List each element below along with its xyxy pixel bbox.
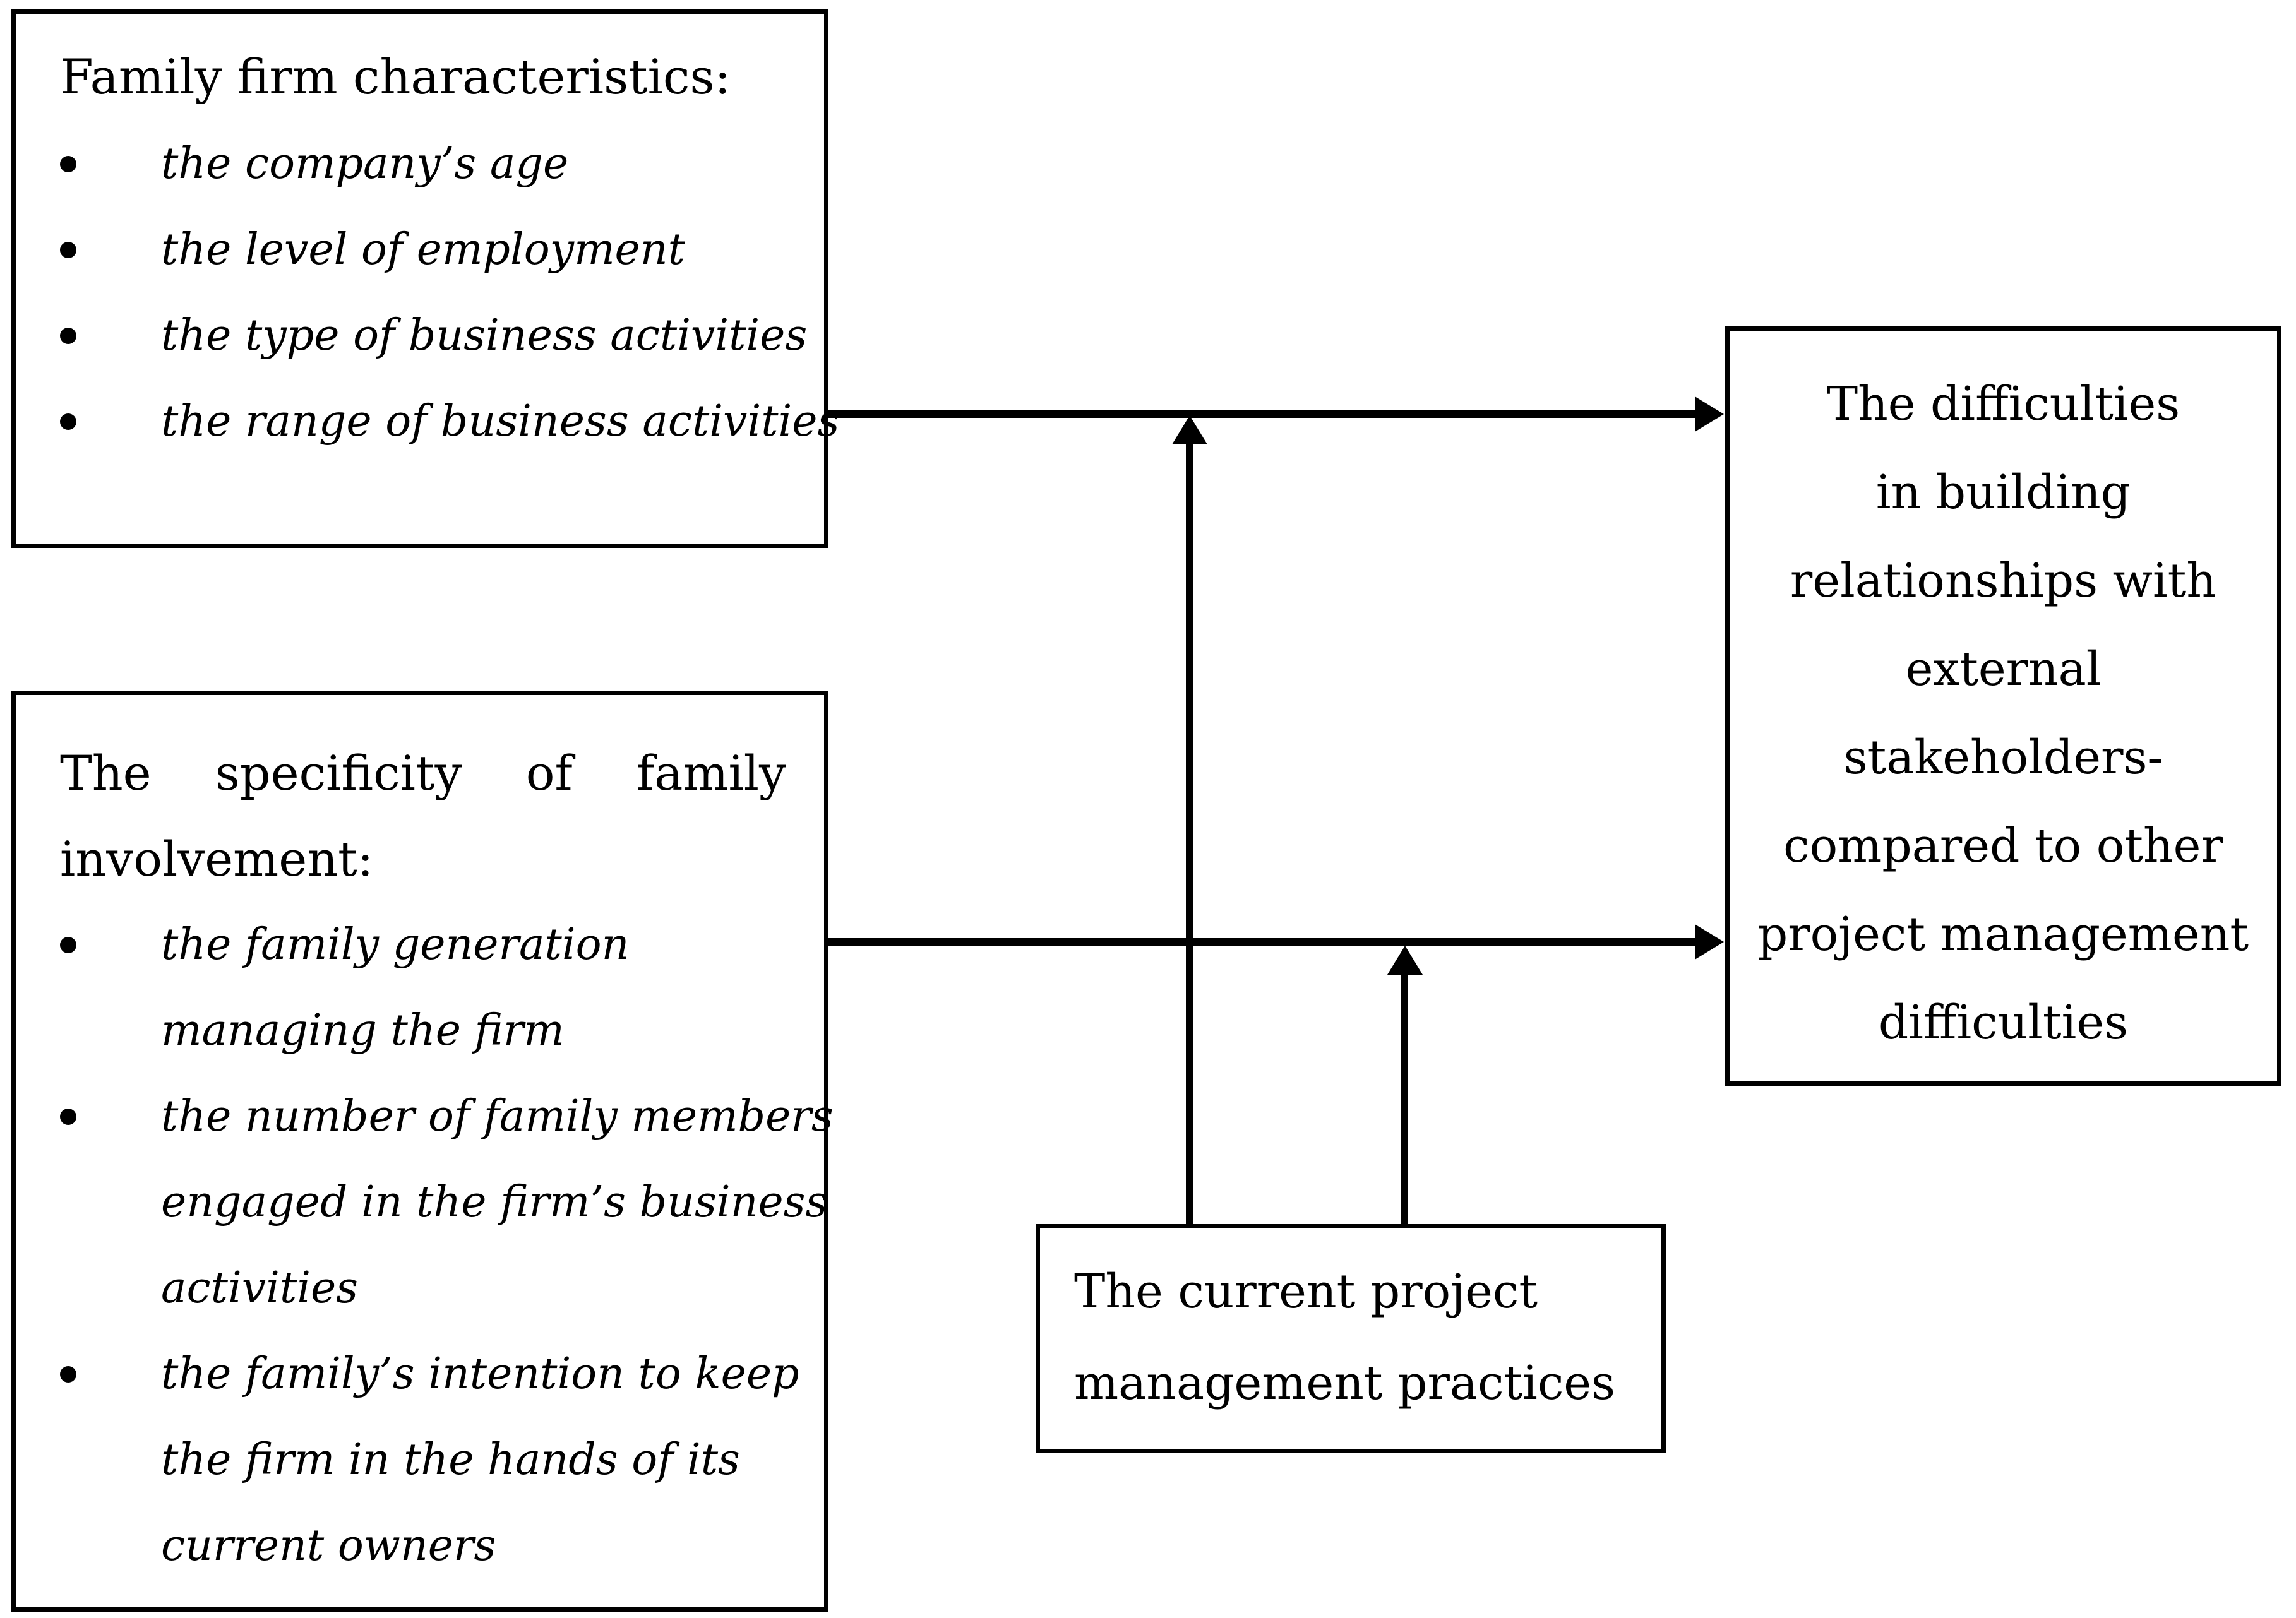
- list-item: the family generation managing the firm: [60, 902, 786, 1074]
- bullet-text: the level of employment: [161, 225, 685, 275]
- list-item: the type of business activities: [60, 293, 807, 379]
- bullet-text: the range of business activities: [161, 396, 840, 446]
- arrow-family-involvement-to-difficulties-shaft: [828, 938, 1699, 946]
- list-item: the company’s age: [60, 121, 786, 207]
- list-item: the family’s intention to keep the firm …: [60, 1331, 799, 1589]
- arrow-family-involvement-to-difficulties-head-icon: [1695, 924, 1724, 960]
- difficulties-box: The difficulties in building relationshi…: [1725, 326, 2281, 1086]
- arrow-pm-practices-to-arrow1-shaft: [1186, 442, 1193, 1224]
- arrow-pm-practices-to-arrow2-shaft: [1401, 972, 1408, 1224]
- difficulties-text: The difficulties in building relationshi…: [1757, 377, 2249, 1050]
- bullet-icon: [60, 413, 76, 430]
- bullet-icon: [60, 1109, 76, 1125]
- family-firm-characteristics-box: Family firm characteristics: the company…: [11, 9, 839, 548]
- bullet-icon: [60, 156, 76, 172]
- family-firm-title: Family firm characteristics:: [60, 49, 731, 105]
- family-involvement-title-line1: The specificity of family: [60, 745, 786, 801]
- list-item: the range of business activities: [60, 379, 839, 465]
- bullet-icon: [60, 937, 76, 953]
- bullet-text: the family’s intention to keep the firm …: [161, 1349, 799, 1571]
- bullet-icon: [60, 1366, 76, 1383]
- bullet-icon: [60, 328, 76, 344]
- bullet-text: the type of business activities: [161, 311, 808, 360]
- bullet-icon: [60, 242, 76, 258]
- family-involvement-bullet-list: the family generation managing the firm …: [60, 902, 834, 1589]
- family-firm-bullet-list: the company’s age the level of employmen…: [60, 121, 839, 465]
- arrow-family-firm-to-difficulties-head-icon: [1695, 396, 1724, 432]
- family-involvement-box: The specificity of family involvement: t…: [11, 691, 834, 1612]
- pm-practices-box: The current project management practices: [1036, 1224, 1666, 1453]
- arrow-pm-practices-to-arrow1-head-icon: [1172, 415, 1207, 444]
- pm-practices-text: The current project management practices: [1074, 1264, 1616, 1410]
- arrow-family-firm-to-difficulties-shaft: [828, 410, 1699, 418]
- bullet-text: the company’s age: [161, 139, 569, 189]
- bullet-text: the number of family members engaged in …: [161, 1092, 834, 1313]
- family-involvement-title-line2: involvement:: [60, 831, 374, 887]
- list-item: the level of employment: [60, 207, 786, 293]
- arrow-pm-practices-to-arrow2-head-icon: [1387, 946, 1423, 975]
- list-item: the number of family members engaged in …: [60, 1074, 834, 1331]
- bullet-text: the family generation managing the firm: [161, 920, 630, 1056]
